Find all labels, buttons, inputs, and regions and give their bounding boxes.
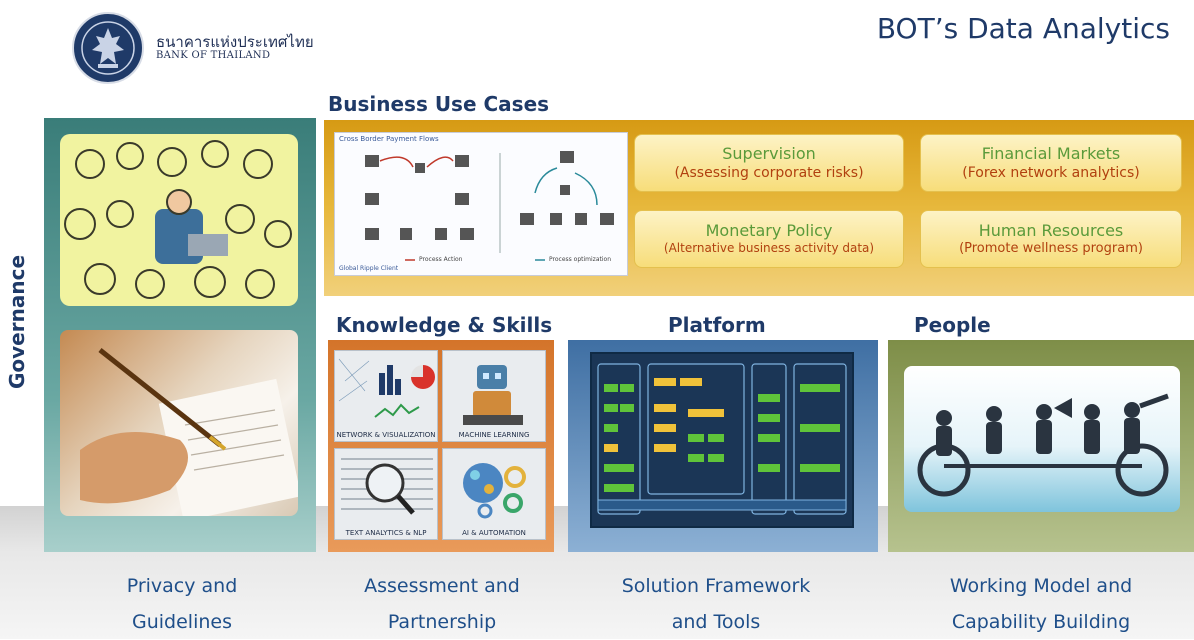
tandem-bicycle-icon	[917, 393, 1169, 497]
bank-network-icon	[365, 151, 614, 261]
caption-line-2: Partnership	[387, 611, 497, 633]
magnifier-text-icon	[341, 458, 433, 515]
use-case-financial-markets: Financial Markets (Forex network analyti…	[920, 134, 1182, 192]
architecture-blocks-icon	[597, 363, 847, 515]
caption-line-2: and Tools	[671, 611, 761, 633]
caption-solution-framework: Solution Framework and Tools	[576, 568, 856, 640]
caption-line-2: Capability Building	[951, 611, 1131, 633]
payment-flow-diagram: Cross Border Payment Flows Process Actio…	[334, 132, 628, 276]
garuda-emblem-icon	[81, 21, 135, 75]
crowd-illustration	[60, 134, 298, 306]
platform-title: Platform	[668, 313, 766, 337]
tile-caption: MACHINE LEARNING	[458, 431, 530, 439]
use-case-title: Monetary Policy	[705, 221, 833, 241]
use-case-title: Human Resources	[978, 220, 1124, 240]
use-case-subtitle: (Alternative business activity data)	[663, 241, 875, 256]
team-bicycle-illustration	[904, 366, 1180, 512]
use-case-subtitle: (Assessing corporate risks)	[674, 164, 864, 181]
use-case-title: Supervision	[722, 143, 816, 163]
use-case-monetary-policy: Monetary Policy (Alternative business ac…	[634, 210, 904, 268]
tile-caption: TEXT ANALYTICS & NLP	[345, 529, 427, 537]
governance-label: Governance	[5, 254, 29, 390]
brain-gears-icon	[463, 463, 526, 519]
use-case-supervision: Supervision (Assessing corporate risks)	[634, 134, 904, 192]
bank-name-english: BANK OF THAILAND	[156, 50, 271, 61]
caption-line-1: Working Model and	[949, 575, 1133, 597]
flow-legend-left: Process Action	[419, 256, 463, 263]
flow-legend-right: Process optimization	[549, 256, 611, 263]
hand-pen-icon	[80, 348, 298, 516]
bank-of-thailand-logo	[72, 12, 144, 84]
caption-line-2: Guidelines	[132, 611, 232, 633]
business-use-cases-title: Business Use Cases	[328, 92, 550, 116]
knowledge-skills-title: Knowledge & Skills	[336, 313, 553, 337]
use-case-subtitle: (Promote wellness program)	[959, 240, 1143, 256]
page-title: BOT’s Data Analytics	[876, 12, 1170, 45]
flow-footer: Global Ripple Client	[339, 265, 399, 272]
caption-assessment-partnership: Assessment and Partnership	[324, 568, 560, 640]
tile-machine-learning: MACHINE LEARNING	[442, 350, 546, 442]
use-case-title: Financial Markets	[981, 143, 1121, 163]
flow-header: Cross Border Payment Flows	[339, 135, 439, 143]
governance-label-box: Governance	[0, 232, 34, 412]
tile-ai-automation: AI & AUTOMATION	[442, 448, 546, 540]
tile-text-analytics: TEXT ANALYTICS & NLP	[334, 448, 438, 540]
tile-network-visualization: NETWORK & VISUALIZATION	[334, 350, 438, 442]
caption-line-1: Assessment and	[364, 575, 520, 597]
caption-line-1: Privacy and	[126, 575, 238, 597]
bank-name-thai: ธนาคารแห่งประเทศไทย	[156, 33, 314, 51]
use-case-human-resources: Human Resources (Promote wellness progra…	[920, 210, 1182, 268]
people-title: People	[914, 313, 991, 337]
caption-working-model: Working Model and Capability Building	[896, 568, 1186, 640]
use-case-subtitle: (Forex network analytics)	[962, 164, 1140, 181]
tile-caption: NETWORK & VISUALIZATION	[336, 431, 436, 439]
crowd-people-icon	[64, 140, 292, 299]
robot-icon	[463, 365, 523, 425]
caption-privacy-guidelines: Privacy and Guidelines	[64, 568, 300, 640]
tile-caption: AI & AUTOMATION	[462, 529, 526, 537]
signing-document-photo	[60, 330, 298, 516]
caption-line-1: Solution Framework	[621, 575, 811, 597]
platform-architecture-diagram	[590, 352, 854, 528]
network-chart-icon	[338, 358, 435, 418]
